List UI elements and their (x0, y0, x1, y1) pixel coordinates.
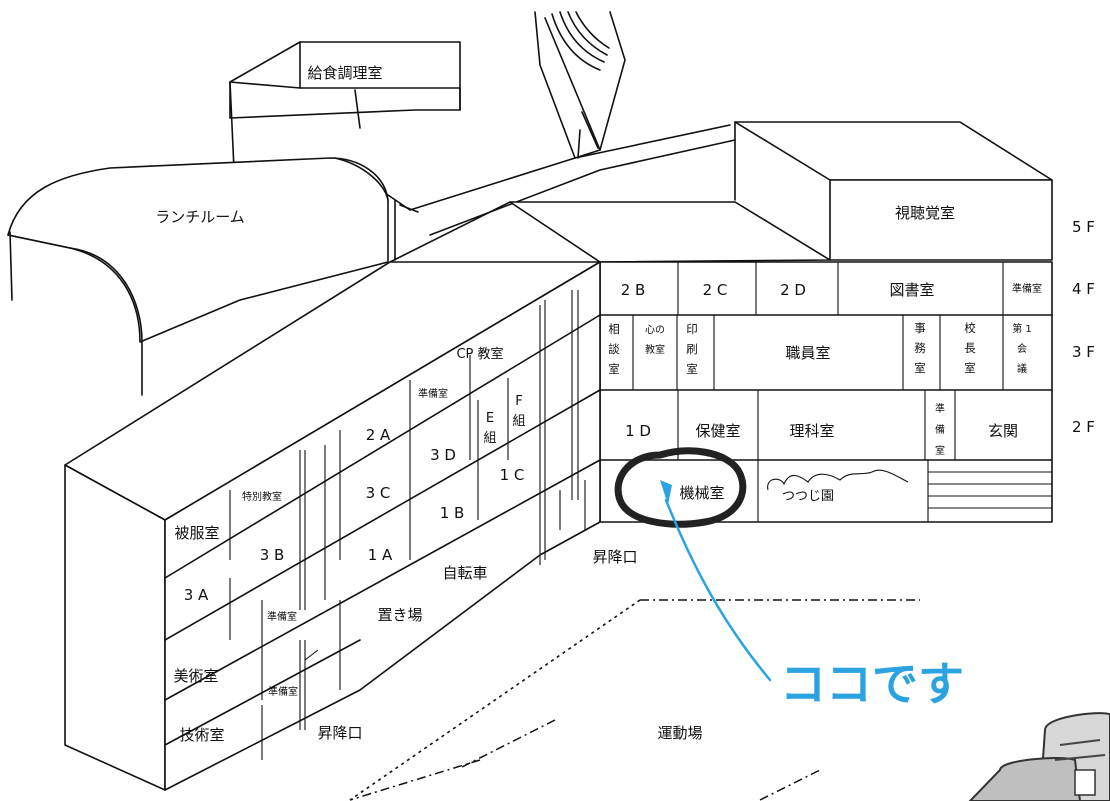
sports-field: 運動場 (349, 599, 920, 801)
arrow-head (660, 480, 672, 505)
meeting-1: 第 1 (1012, 322, 1032, 335)
office-3: 室 (914, 361, 926, 375)
kitchen-building: 給食調理室 (229, 41, 461, 301)
machine-room: 機械室 (679, 484, 724, 502)
lift-entrance-right: 昇降口 (592, 548, 637, 566)
health-room: 保健室 (695, 422, 740, 440)
consult-room-2: 談 (608, 342, 620, 356)
science-room: 理科室 (789, 422, 834, 440)
consult-room-1: 相 (608, 322, 620, 336)
principal-2: 長 (964, 341, 976, 355)
here-text: ココです (780, 657, 964, 711)
room-3b: 3 B (260, 546, 285, 564)
room-1a: 1 A (368, 546, 393, 564)
marker-circle (614, 447, 747, 528)
meeting-2: 会 (1017, 342, 1027, 355)
e-class-1: E (486, 411, 494, 426)
room-1c: 1 C (500, 466, 525, 484)
lunch-room-label: ランチルーム (155, 208, 245, 226)
field-label: 運動場 (657, 724, 702, 742)
azalea-outline (767, 469, 909, 491)
bicycle-label: 自転車 (442, 564, 487, 582)
sewing-room: 被服室 (174, 524, 219, 542)
kitchen-label: 給食調理室 (307, 64, 382, 82)
prep-room-4f: 準備室 (1012, 282, 1042, 295)
prep-2f-3: 室 (935, 444, 945, 457)
room-3a: 3 A (184, 586, 209, 604)
entrance: 玄関 (988, 422, 1018, 440)
lift-entrance-left: 昇降口 (317, 724, 362, 742)
office-1: 事 (914, 321, 926, 335)
azalea-garden: つつじ園 (782, 489, 834, 504)
print-room-3: 室 (686, 362, 698, 376)
art-room: 美術室 (173, 667, 218, 685)
room-1b: 1 B (440, 504, 465, 522)
print-room-1: 印 (686, 322, 698, 336)
prep-2f-1: 準 (935, 402, 945, 415)
room-2b: 2 B (621, 281, 646, 299)
meeting-3: 議 (1017, 362, 1027, 375)
office-2: 務 (914, 341, 926, 355)
av-room-building: 視聴覚室 (734, 121, 1053, 261)
floor-3f: 3 F (1072, 343, 1095, 361)
room-2d: 2 D (780, 281, 806, 299)
floor-5f: 5 F (1072, 218, 1095, 236)
principal-1: 校 (964, 321, 976, 335)
exhaust-duct (534, 11, 626, 159)
parking-label: 置き場 (377, 606, 422, 624)
left-wing-building: CP 教室 準備室 E 組 F 組 2 A 3 D 1 C 特別教室 3 C 1… (64, 261, 601, 791)
av-room-label: 視聴覚室 (895, 204, 955, 222)
library: 図書室 (889, 281, 934, 299)
print-room-2: 刷 (686, 342, 698, 356)
kokoro-room-2: 教室 (645, 343, 665, 356)
room-3c: 3 C (366, 484, 391, 502)
kokoro-room-1: 心の (645, 324, 665, 336)
e-class-2: 組 (483, 431, 496, 446)
f-class-2: 組 (512, 414, 525, 429)
room-3d: 3 D (430, 446, 456, 464)
floor-4f: 4 F (1072, 280, 1095, 298)
room-2c: 2 C (703, 281, 728, 299)
tech-room: 技術室 (179, 726, 224, 744)
arrow-line (664, 498, 772, 682)
main-building-roof (389, 201, 831, 263)
prep-wing-mid: 準備室 (267, 610, 297, 623)
f-class-1: F (515, 394, 522, 409)
room-1d: 1 D (625, 422, 651, 440)
prep-2f-2: 備 (935, 423, 945, 436)
prep-wing-low: 準備室 (268, 685, 298, 698)
room-2a: 2 A (366, 426, 391, 444)
corner-illustration (968, 712, 1110, 801)
main-building-front: 2 B 2 C 2 D 図書室 準備室 相 談 室 心の 教室 印 刷 室 職員… (599, 261, 1053, 523)
lunch-room-building: ランチルーム (7, 157, 389, 396)
staff-room: 職員室 (785, 344, 830, 362)
prep-wing-top: 準備室 (418, 387, 448, 400)
floor-2f: 2 F (1072, 418, 1095, 436)
special-classroom: 特別教室 (242, 490, 282, 503)
floor-labels: 5 F 4 F 3 F 2 F (1072, 218, 1095, 436)
cp-classroom: CP 教室 (456, 346, 503, 362)
consult-room-3: 室 (608, 362, 620, 376)
principal-3: 室 (964, 361, 976, 375)
here-annotation: ココです (614, 447, 964, 711)
